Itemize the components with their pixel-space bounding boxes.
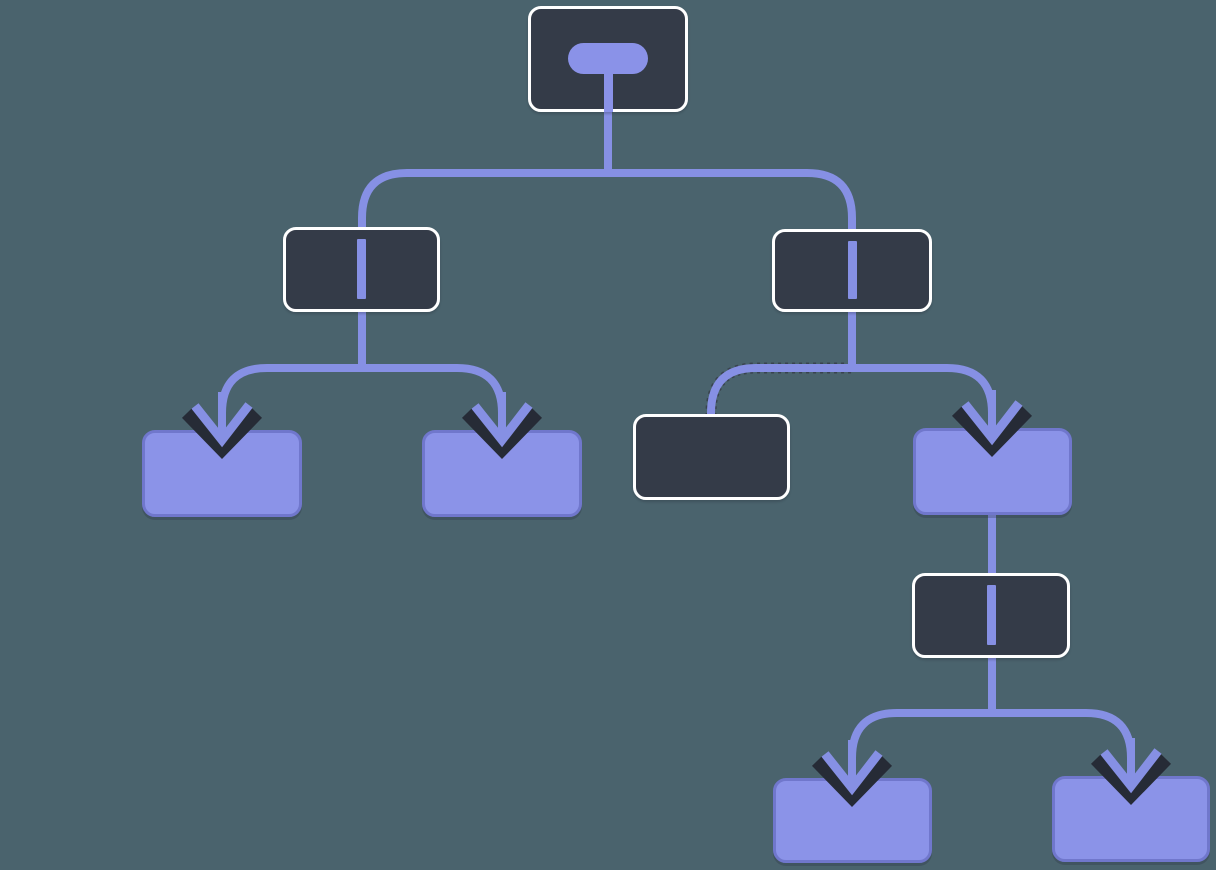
pass-through-line [847, 241, 857, 299]
node-leaf-bottom-2[interactable] [1052, 776, 1210, 862]
root-pill-stem [603, 67, 613, 112]
pass-through-line [986, 585, 996, 645]
node-branch-left[interactable] [283, 227, 440, 312]
root-pill-icon [568, 43, 648, 74]
node-leaf-bottom-1[interactable] [773, 778, 932, 863]
node-leaf-left-2[interactable] [422, 430, 582, 517]
pass-through-line [357, 239, 366, 299]
node-branch-bottom[interactable] [912, 573, 1070, 658]
node-leaf-left-1[interactable] [142, 430, 302, 517]
node-leaf-right[interactable] [913, 428, 1072, 515]
node-branch-right[interactable] [772, 229, 932, 312]
node-root[interactable] [528, 6, 688, 112]
node-dark-plain[interactable] [633, 414, 790, 500]
